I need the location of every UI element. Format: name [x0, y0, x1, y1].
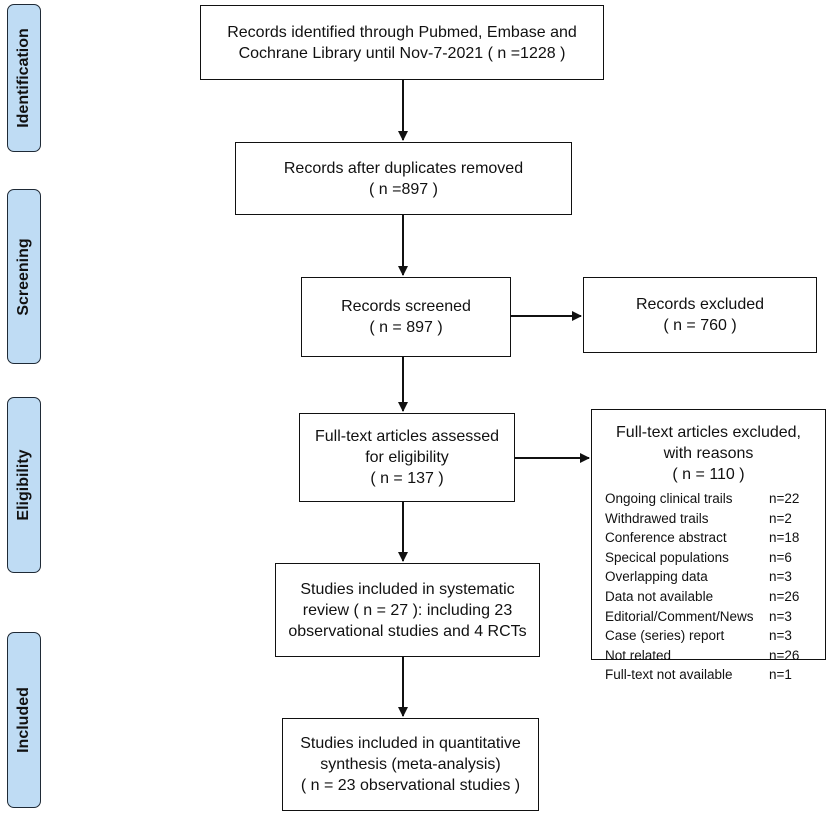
exclusion-reason-label: Case (series) report [605, 628, 725, 644]
exclusion-reason-count: n=1 [769, 667, 792, 683]
quantitative-synthesis-box: Studies included in quantitative synthes… [282, 718, 539, 811]
full-text-excluded-line1: Full-text articles excluded, [616, 424, 801, 441]
records-screened-line1: Records screened [341, 298, 471, 315]
exclusion-reason-count: n=26 [769, 588, 800, 604]
exclusion-reason-count: n=26 [769, 647, 800, 663]
exclusion-reason-label: Withdrawed trails [605, 510, 709, 526]
exclusion-reason-row: Case (series) report n=3 [592, 626, 825, 646]
full-text-excluded-line3: ( n = 110 ) [672, 466, 745, 483]
exclusion-reason-label: Not related [605, 647, 672, 663]
exclusion-reason-row: Data not available n=26 [592, 587, 825, 607]
duplicates-removed-box: Records after duplicates removed ( n =89… [235, 142, 572, 215]
full-text-excluded-box: Full-text articles excluded, with reason… [591, 409, 826, 682]
exclusion-reason-row: Overlapping data n=3 [592, 567, 825, 587]
phase-included: Included [7, 632, 41, 808]
exclusion-reason-label: Ongoing clinical trails [605, 491, 733, 506]
quantitative-synthesis-line1: Studies included in quantitative [300, 735, 521, 752]
systematic-review-line1: Studies included in systematic [300, 580, 515, 598]
full-text-assessed-box: Full-text articles assessed for eligibil… [299, 413, 515, 502]
records-screened-line2: ( n = 897 ) [369, 319, 443, 336]
exclusion-reason-row: Editorial/Comment/News n=3 [592, 607, 825, 627]
records-excluded-line1: Records excluded [635, 296, 765, 313]
exclusion-reason-label: Overlapping data [605, 569, 708, 585]
systematic-review-box: Studies included in systematic review ( … [275, 563, 540, 657]
exclusion-reason-count: n=2 [769, 510, 792, 526]
full-text-excluded-header: Full-text articles excluded, with reason… [592, 422, 825, 485]
exclusion-reason-count: n=3 [769, 628, 792, 644]
records-screened-box: Records screened ( n = 897 ) [301, 277, 511, 357]
quantitative-synthesis-line3: ( n = 23 observational studies ) [300, 777, 521, 794]
exclusion-reason-count: n=22 [769, 491, 800, 506]
full-text-assessed-line1: Full-text articles assessed [314, 428, 500, 445]
exclusion-reason-label: Editorial/Comment/News [605, 608, 754, 624]
full-text-assessed-line2: for eligibility [365, 449, 449, 466]
exclusion-reason-row: Specical populations n=6 [592, 548, 825, 568]
full-text-assessed-line3: ( n = 137 ) [370, 470, 444, 487]
exclusion-reason-count: n=3 [769, 608, 792, 624]
duplicates-removed-line2: ( n =897 ) [369, 180, 438, 198]
exclusion-reason-row: Conference abstract n=18 [592, 528, 825, 548]
identified-box: Records identified through Pubmed, Embas… [200, 5, 604, 80]
identified-line2: Cochrane Library until Nov-7-2021 ( n =1… [238, 44, 566, 62]
identified-line1: Records identified through Pubmed, Embas… [227, 23, 577, 41]
exclusion-reasons-list: Ongoing clinical trails n=22 Withdrawed t… [592, 489, 825, 685]
exclusion-reason-row: Not related n=26 [592, 646, 825, 666]
exclusion-reason-label: Full-text not available [605, 667, 733, 683]
exclusion-reason-count: n=18 [769, 530, 800, 546]
phase-screening: Screening [7, 189, 41, 364]
phase-eligibility: Eligibility [7, 397, 41, 573]
exclusion-reason-label: Data not available [605, 588, 714, 604]
exclusion-reason-count: n=6 [769, 549, 792, 565]
quantitative-synthesis-line2: synthesis (meta-analysis) [320, 756, 501, 773]
records-excluded-box: Records excluded ( n = 760 ) [583, 277, 817, 353]
phase-identification: Identification [7, 4, 41, 152]
records-excluded-line2: ( n = 760 ) [663, 317, 737, 334]
full-text-excluded-line2: with reasons [663, 445, 754, 462]
exclusion-reason-count: n=3 [769, 569, 792, 585]
exclusion-reason-row: Ongoing clinical trails n=22 [592, 489, 825, 509]
exclusion-reason-label: Conference abstract [605, 530, 727, 546]
exclusion-reason-label: Specical populations [605, 549, 729, 565]
systematic-review-line3: observational studies and 4 RCTs [288, 622, 527, 640]
exclusion-reason-row: Withdrawed trails n=2 [592, 509, 825, 529]
exclusion-reason-row: Full-text not available n=1 [592, 665, 825, 685]
duplicates-removed-line1: Records after duplicates removed [283, 159, 524, 177]
systematic-review-line2: review ( n = 27 ): including 23 [302, 601, 513, 619]
